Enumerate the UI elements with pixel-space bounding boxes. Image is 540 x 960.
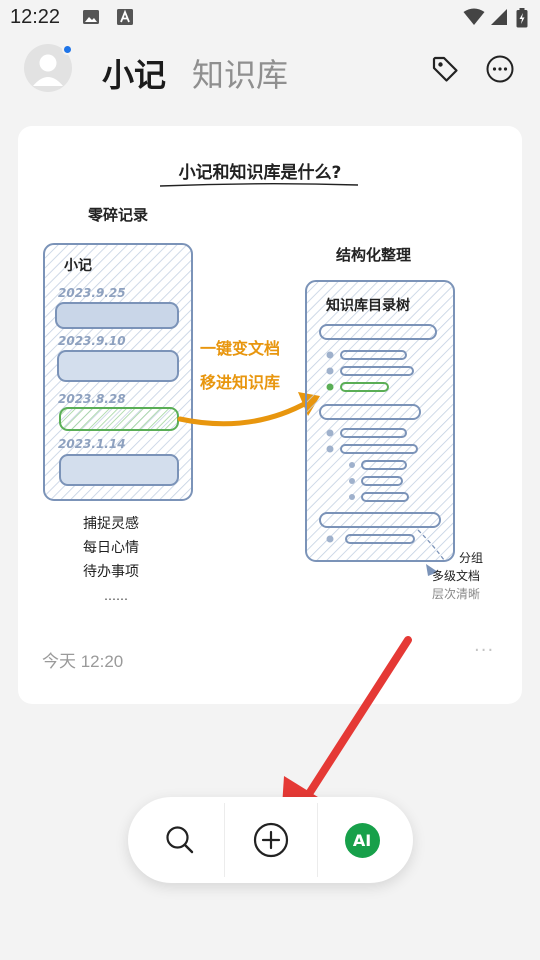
battery-icon [516, 8, 528, 28]
right-heading: 结构化整理 [336, 246, 411, 264]
note-timestamp: 今天 12:20 [42, 652, 124, 671]
avatar[interactable] [24, 44, 72, 92]
left-heading: 零碎记录 [87, 206, 148, 224]
right-caption: 层次清晰 [432, 587, 480, 601]
ai-badge: AI [344, 822, 380, 858]
status-time: 12:22 [10, 6, 61, 28]
tab-notes[interactable]: 小记 [102, 56, 167, 94]
divider [224, 803, 225, 877]
note-date: 2023.1.14 [58, 437, 126, 451]
knowledge-box [305, 280, 455, 562]
arrow-text: 移进知识库 [200, 373, 280, 392]
tree-callout-line [417, 529, 445, 561]
tag-icon[interactable] [430, 54, 460, 84]
more-circle-icon[interactable] [485, 54, 515, 84]
note-date: 2023.9.10 [58, 334, 126, 348]
arrow-text: 一键变文档 [200, 339, 280, 358]
header: 小记 知识库 [0, 36, 540, 106]
search-button[interactable] [134, 797, 226, 883]
note-item [55, 302, 179, 329]
user-icon [33, 54, 63, 86]
divider [317, 803, 318, 877]
tab-knowledge-base[interactable]: 知识库 [192, 56, 289, 94]
note-item [59, 454, 179, 486]
left-caption: 捕捉灵感 [83, 515, 139, 532]
plus-circle-icon [253, 822, 289, 858]
wifi-icon [463, 8, 485, 25]
add-note-button[interactable] [225, 797, 317, 883]
signal-icon [491, 9, 507, 25]
illustration-title: 小记和知识库是什么? [179, 162, 342, 183]
directory-tree [319, 324, 441, 544]
note-card[interactable]: 小记和知识库是什么? 零碎记录 小记 2023.9.25 2023.9.10 2… [18, 126, 522, 704]
right-caption: 分组 [459, 551, 483, 565]
bottom-action-bar: AI [128, 797, 413, 883]
notification-dot [62, 44, 73, 55]
note-more-button[interactable]: ··· [474, 640, 495, 661]
note-date: 2023.9.25 [58, 286, 126, 300]
note-item [57, 350, 179, 382]
knowledge-box-title: 知识库目录树 [326, 297, 410, 314]
notes-box-title: 小记 [64, 258, 92, 274]
tree-callout-arrow [426, 564, 438, 576]
left-caption: 每日心情 [83, 540, 139, 556]
ai-button[interactable]: AI [316, 797, 408, 883]
status-bar: 12:22 [0, 0, 540, 36]
title-underline [159, 183, 359, 187]
left-caption: 待办事项 [83, 564, 139, 580]
font-icon [117, 9, 133, 25]
note-illustration: 小记和知识库是什么? 零碎记录 小记 2023.9.25 2023.9.10 2… [43, 162, 483, 603]
search-icon [166, 826, 194, 854]
right-caption: 多级文档 [432, 568, 480, 583]
note-item-highlighted [59, 407, 179, 431]
move-arrow [177, 399, 311, 427]
image-icon [83, 10, 99, 24]
left-caption: …… [104, 589, 128, 603]
note-date: 2023.8.28 [58, 392, 126, 406]
